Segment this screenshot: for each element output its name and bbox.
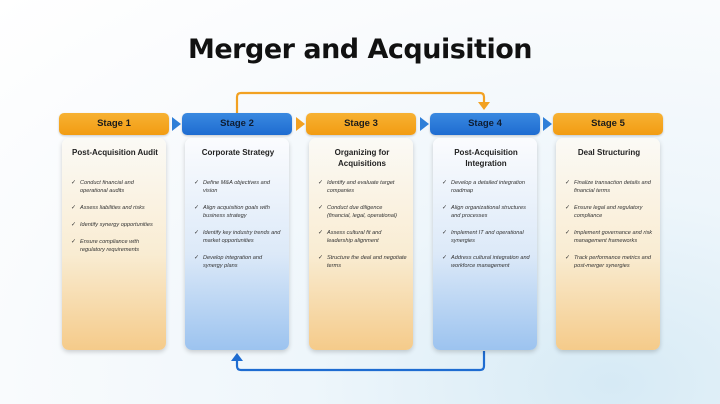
stage-label: Stage 4 xyxy=(430,113,540,135)
stage-heading: Post-Acquisition Integration xyxy=(454,148,518,168)
top-loop-arrow xyxy=(235,91,486,113)
list-item: ✓Identify synergy opportunities xyxy=(71,222,153,228)
list-item: ✓Identify and evaluate target companies xyxy=(318,180,395,194)
list-item: ✓Define M&A objectives and vision xyxy=(194,180,270,194)
list-item: ✓Ensure compliance with regulatory requi… xyxy=(71,239,140,253)
check-icon: ✓ xyxy=(565,180,571,186)
stage-items: ✓Define M&A objectives and vision ✓Align… xyxy=(193,179,283,270)
list-item: ✓Address cultural integration and workfo… xyxy=(442,255,530,269)
stage-heading: Organizing for Acquisitions xyxy=(334,148,390,168)
check-icon: ✓ xyxy=(194,180,200,186)
bottom-loop-arrowhead xyxy=(231,353,243,361)
check-icon: ✓ xyxy=(318,255,324,261)
check-icon: ✓ xyxy=(71,180,77,186)
list-item: ✓Align acquisition goals with business s… xyxy=(194,205,270,219)
check-icon: ✓ xyxy=(318,180,324,186)
check-icon: ✓ xyxy=(318,230,324,236)
chevron-right-icon xyxy=(543,117,552,131)
list-item: ✓Assess cultural fit and leadership alig… xyxy=(318,230,382,244)
chevron-right-icon xyxy=(420,117,429,131)
check-icon: ✓ xyxy=(194,255,200,261)
check-icon: ✓ xyxy=(71,239,77,245)
list-item: ✓Develop a detailed integration roadmap xyxy=(442,180,526,194)
stage-label: Stage 3 xyxy=(306,113,416,135)
list-item: ✓Align organizational structures and pro… xyxy=(442,205,526,219)
list-item: ✓Implement governance and risk managemen… xyxy=(565,230,653,244)
stage-label: Stage 1 xyxy=(59,113,169,135)
stage-card: Post-Acquisition Audit ✓Conduct financia… xyxy=(62,138,166,350)
chevron-right-icon xyxy=(296,117,305,131)
check-icon: ✓ xyxy=(442,205,448,211)
check-icon: ✓ xyxy=(194,205,200,211)
page-title: Merger and Acquisition xyxy=(188,34,532,65)
stage-heading: Corporate Strategy xyxy=(201,148,275,157)
stage-card: Post-Acquisition Integration ✓Develop a … xyxy=(433,138,537,350)
stage-card: Corporate Strategy ✓Define M&A objective… xyxy=(185,138,289,350)
stage-column-2: Stage 2 Corporate Strategy ✓Define M&A o… xyxy=(182,113,292,350)
list-item: ✓Identify key industry trends and market… xyxy=(194,230,281,244)
check-icon: ✓ xyxy=(442,230,448,236)
list-item: ✓Finalize transaction details and financ… xyxy=(565,180,651,194)
stage-heading: Deal Structuring xyxy=(577,148,641,157)
stage-column-5: Stage 5 Deal Structuring ✓Finalize trans… xyxy=(553,113,663,350)
stage-column-4: Stage 4 Post-Acquisition Integration ✓De… xyxy=(430,113,540,350)
list-item: ✓Structure the deal and negotiate terms xyxy=(318,255,407,269)
check-icon: ✓ xyxy=(318,205,324,211)
stage-items: ✓Conduct financial and operational audit… xyxy=(70,179,160,254)
list-item: ✓Ensure legal and regulatory compliance xyxy=(565,205,643,219)
list-item: ✓Assess liabilities and risks xyxy=(71,205,145,211)
list-item: ✓Develop integration and synergy plans xyxy=(194,255,263,269)
check-icon: ✓ xyxy=(194,230,200,236)
top-loop-arrowhead xyxy=(478,102,490,110)
stage-card: Organizing for Acquisitions ✓Identify an… xyxy=(309,138,413,350)
stage-heading: Post-Acquisition Audit xyxy=(72,148,158,157)
check-icon: ✓ xyxy=(442,180,448,186)
list-item: ✓Implement IT and operational synergies xyxy=(442,230,524,244)
list-item: ✓Conduct financial and operational audit… xyxy=(71,180,134,194)
stage-column-3: Stage 3 Organizing for Acquisitions ✓Ide… xyxy=(306,113,416,350)
check-icon: ✓ xyxy=(565,205,571,211)
bottom-loop-arrow xyxy=(235,351,486,372)
stage-label: Stage 2 xyxy=(182,113,292,135)
stage-items: ✓Finalize transaction details and financ… xyxy=(564,179,654,270)
stage-column-1: Stage 1 Post-Acquisition Audit ✓Conduct … xyxy=(59,113,169,350)
list-item: ✓Conduct due diligence (financial, legal… xyxy=(318,205,397,219)
check-icon: ✓ xyxy=(565,230,571,236)
check-icon: ✓ xyxy=(71,205,77,211)
stage-label: Stage 5 xyxy=(553,113,663,135)
check-icon: ✓ xyxy=(442,255,448,261)
stage-items: ✓Develop a detailed integration roadmap … xyxy=(441,179,531,270)
list-item: ✓Track performance metrics and post-merg… xyxy=(565,255,651,269)
chevron-right-icon xyxy=(172,117,181,131)
stage-items: ✓Identify and evaluate target companies … xyxy=(317,179,407,270)
stage-card: Deal Structuring ✓Finalize transaction d… xyxy=(556,138,660,350)
check-icon: ✓ xyxy=(71,222,77,228)
check-icon: ✓ xyxy=(565,255,571,261)
